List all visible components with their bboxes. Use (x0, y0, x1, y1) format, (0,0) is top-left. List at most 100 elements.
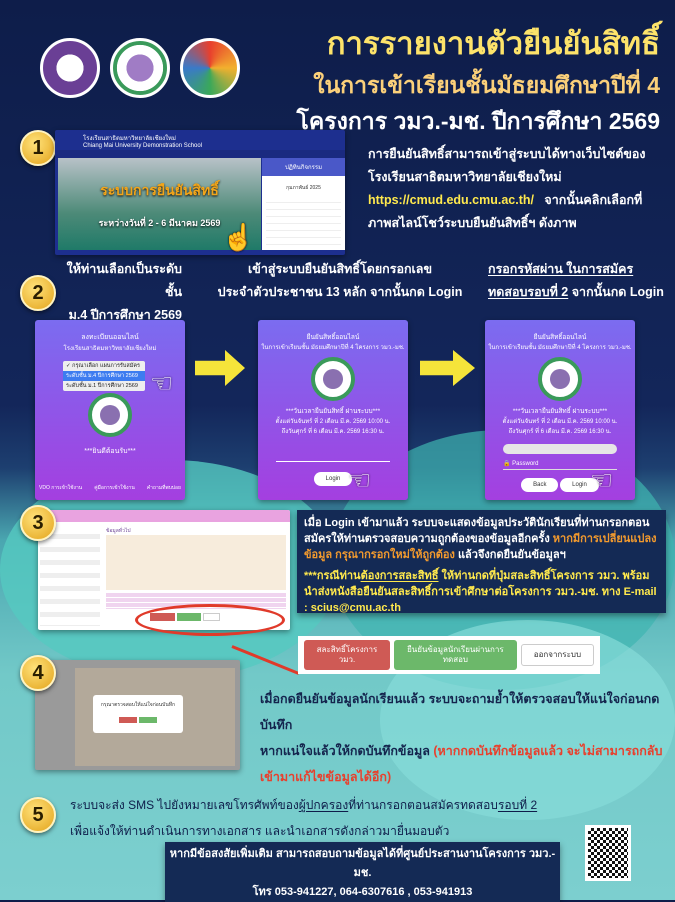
calendar-widget: ปฏิทินกิจกรรม กุมภาพันธ์ 2025 (262, 158, 345, 250)
confirm-dialog-screenshot: กรุณาตรวจสอบให้แน่ใจก่อนบันทึก (35, 660, 240, 770)
step-2-line: ทดสอบรอบที่ 2 (488, 285, 569, 299)
step-5-badge: 5 (20, 797, 56, 833)
banner-slideshow[interactable]: ระบบการยืนยันสิทธิ์ ระหว่างวันที่ 2 - 6 … (58, 158, 261, 250)
school-seal (538, 357, 582, 401)
forfeit-button[interactable]: สละสิทธิ์โครงการ วมว. (304, 640, 390, 670)
title-line-3: โครงการ วมว.-มช. ปีการศึกษา 2569 (296, 108, 660, 134)
step-5-line: ระบบจะส่ง SMS ไปยังหมายเลขโทรศัพท์ของ (70, 798, 299, 812)
website-link[interactable]: https://cmud.edu.cmu.ac.th/ (368, 193, 534, 207)
password-input[interactable]: 🔒 Password (503, 460, 617, 470)
step-1-line: การยืนยันสิทธิ์สามารถเข้าสู่ระบบได้ทางเว… (368, 147, 646, 161)
step-2-line: ประจำตัวประชาชน 13 หลัก จากนั้นกด Login (217, 285, 463, 299)
website-screenshot[interactable]: โรงเรียนสาธิตมหาวิทยาลัยเชียงใหม่ Chiang… (55, 130, 345, 255)
contact-line-1: หากมีข้อสงสัยเพิ่มเติม สามารถสอบถามข้อมู… (169, 848, 556, 879)
step-3-text: เมื่อ Login เข้ามาแล้ว ระบบจะแสดงข้อมูลป… (304, 517, 650, 545)
step-2-line: จากนั้นกด Login (568, 285, 664, 299)
dropdown-option[interactable]: ระดับชั้น ม.1 ปีการศึกษา 2569 (66, 383, 138, 389)
step-5-line: เพื่อแจ้งให้ท่านดำเนินการทางเอกสาร และนำ… (70, 824, 450, 838)
step-4-badge: 4 (20, 655, 56, 691)
highlight-ellipse (135, 604, 285, 636)
pointer-hand-icon: ☝ (222, 222, 255, 252)
right-arrow-icon (195, 350, 245, 386)
phone-footer-links: VDO การเข้าใช้งาน คู่มือการเข้าใช้งาน คำ… (39, 484, 181, 492)
school-logo (110, 38, 170, 98)
dropdown-option[interactable]: ✓ กรุณาเลือก แผนการรับสมัคร (66, 363, 140, 369)
period-from: ตั้งแต่วันจันทร์ ที่ 2 เดือน มี.ค. 2569 … (502, 419, 618, 425)
step-4-warning: (หากกดบันทึกข้อมูลแล้ว จะไม่สามารถกลับเข… (260, 744, 663, 784)
university-logo (40, 38, 100, 98)
faq-link[interactable]: คำถามที่พบบ่อย (146, 485, 181, 491)
action-buttons-panel: สละสิทธิ์โครงการ วมว. ยืนยันข้อมูลนักเรี… (298, 636, 600, 674)
dropdown-option-selected[interactable]: ระดับชั้น ม.4 ปีการศึกษา 2569 (63, 371, 145, 381)
step-2-col-3-text: กรอกรหัสผ่าน ในการสมัคร ทดสอบรอบที่ 2 จา… (488, 258, 668, 304)
login-button[interactable]: Login (560, 478, 599, 492)
register-phone-screen: ลงทะเบียนออนไลน์ โรงเรียนสาธิตมหาวิทยาลั… (35, 320, 185, 500)
logout-button[interactable]: ออกจากระบบ (520, 644, 594, 666)
phone-subtitle: โรงเรียนสาธิตมหาวิทยาลัยเชียงใหม่ (63, 346, 157, 352)
step-2-line: ม.4 ปีการศึกษา 2569 (68, 308, 182, 322)
id-display-field (503, 444, 617, 454)
step-2-badge: 2 (20, 275, 56, 311)
manual-link[interactable]: คู่มือการเข้าใช้งาน (94, 485, 135, 491)
level-dropdown[interactable]: ✓ กรุณาเลือก แผนการรับสมัคร ระดับชั้น ม.… (63, 361, 145, 391)
school-seal (88, 393, 132, 437)
title-line-1: การรายงานตัวยืนยันสิทธิ์ (326, 26, 660, 61)
title-line-2: ในการเข้าเรียนชั้นมัธยมศึกษาปีที่ 4 (313, 72, 660, 98)
step-2-col-2-text: เข้าสู่ระบบยืนยันสิทธิ์โดยกรอกเลข ประจำต… (215, 258, 465, 304)
step-3-badge: 3 (20, 505, 56, 541)
period-to: ถึงวันศุกร์ ที่ 6 เดือน มี.ค. 2569 16:30… (508, 429, 612, 435)
page-title: การรายงานตัวยืนยันสิทธิ์ ในการเข้าเรียนช… (260, 18, 660, 140)
school-name-en: Chiang Mai University Demonstration Scho… (83, 143, 203, 149)
step-2-line: กรอกรหัสผ่าน ในการสมัคร (488, 262, 634, 276)
vdo-link[interactable]: VDO การเข้าใช้งาน (39, 485, 83, 491)
confirm-dialog: กรุณาตรวจสอบให้แน่ใจก่อนบันทึก (93, 695, 183, 733)
welcome-text: ***ยินดีต้อนรับ*** (84, 448, 136, 455)
step-1-line: จากนั้นคลิกเลือกที่ (544, 193, 643, 207)
id-card-input[interactable] (276, 448, 390, 462)
right-arrow-icon (420, 350, 475, 386)
back-button[interactable]: Back (521, 478, 559, 492)
login-password-phone-screen: ยืนยันสิทธิ์ออนไลน์ ในการเข้าเรียนชั้น ม… (485, 320, 635, 500)
calendar-month: กุมภาพันธ์ 2025 (286, 185, 321, 191)
step-1-badge: 1 (20, 130, 56, 166)
step-2-line: ให้ท่านเลือกเป็นระดับชั้น (66, 262, 182, 299)
step-1-line: ภาพสไลน์โชว์ระบบยืนยันสิทธิ์ฯ ดังภาพ (368, 216, 577, 230)
period-text: ***วันเวลายืนยันสิทธิ์ ผ่านระบบ*** (285, 408, 381, 415)
phone-title: ลงทะเบียนออนไลน์ (81, 334, 139, 341)
confirm-student-button[interactable]: ยืนยันข้อมูลนักเรียนผ่านการทดสอบ (393, 640, 517, 670)
step-3-text: แล้วจึงกดยืนยันข้อมูลฯ (454, 549, 566, 561)
period-text: ***วันเวลายืนยันสิทธิ์ ผ่านระบบ*** (512, 408, 608, 415)
step-3-note: ***กรณีท่าน (304, 570, 361, 582)
step-2-line: เข้าสู่ระบบยืนยันสิทธิ์โดยกรอกเลข (248, 262, 432, 276)
step-3-note-underline: ต้องการสละสิทธิ์ (360, 570, 439, 582)
step-5-underline: ผู้ปกครอง (298, 798, 349, 812)
step-4-line: เมื่อกดยืนยันข้อมูลนักเรียนแล้ว ระบบจะถา… (260, 692, 660, 732)
qr-code[interactable] (585, 825, 631, 881)
phone-subtitle: ในการเข้าเรียนชั้น มัธยมศึกษาปีที่ 4 โคร… (261, 345, 405, 351)
banner-date: ระหว่างวันที่ 2 - 6 มีนาคม 2569 (98, 218, 221, 228)
login-id-phone-screen: ยืนยันสิทธิ์ออนไลน์ ในการเข้าเรียนชั้น ม… (258, 320, 408, 500)
pointer-hand-icon: ☜ (590, 465, 614, 495)
school-name: โรงเรียนสาธิตมหาวิทยาลัยเชียงใหม่ (83, 136, 176, 142)
pointer-hand-icon: ☜ (348, 465, 372, 495)
period-from: ตั้งแต่วันจันทร์ ที่ 2 เดือน มี.ค. 2569 … (275, 419, 391, 425)
step-2-col-1-text: ให้ท่านเลือกเป็นระดับชั้น ม.4 ปีการศึกษา… (62, 258, 182, 327)
step-5-line: ที่ท่านกรอกตอนสมัครทดสอบ (348, 798, 498, 812)
dialog-message: กรุณาตรวจสอบให้แน่ใจก่อนบันทึก (100, 702, 176, 708)
step-5-text: ระบบจะส่ง SMS ไปยังหมายเลขโทรศัพท์ของผู้… (70, 792, 665, 844)
password-placeholder: Password (512, 461, 539, 467)
contact-phones: โทร 053-941227, 064-6307616 , 053-941913 (252, 886, 473, 898)
step-3-note: ให้ท่านกดที่ปุ่มสละสิทธิ์โครงการ วมว. พร… (304, 570, 657, 614)
step-5-underline: รอบที่ 2 (497, 798, 538, 812)
step-3-info-box: เมื่อ Login เข้ามาแล้ว ระบบจะแสดงข้อมูลป… (297, 510, 666, 614)
project-logo (180, 38, 240, 98)
calendar-title: ปฏิทินกิจกรรม (262, 158, 345, 176)
phone-title: ยืนยันสิทธิ์ออนไลน์ (306, 334, 360, 341)
period-to: ถึงวันศุกร์ ที่ 6 เดือน มี.ค. 2569 16:30… (281, 429, 385, 435)
login-button[interactable]: Login (313, 472, 353, 486)
pointer-hand-icon: ☜ (150, 368, 174, 398)
step-1-line: โรงเรียนสาธิตมหาวิทยาลัยเชียงใหม่ (368, 170, 562, 184)
step-4-text: เมื่อกดยืนยันข้อมูลนักเรียนแล้ว ระบบจะถา… (260, 686, 670, 790)
phone-title: ยืนยันสิทธิ์ออนไลน์ (533, 334, 587, 341)
phone-subtitle: ในการเข้าเรียนชั้น มัธยมศึกษาปีที่ 4 โคร… (488, 345, 632, 351)
